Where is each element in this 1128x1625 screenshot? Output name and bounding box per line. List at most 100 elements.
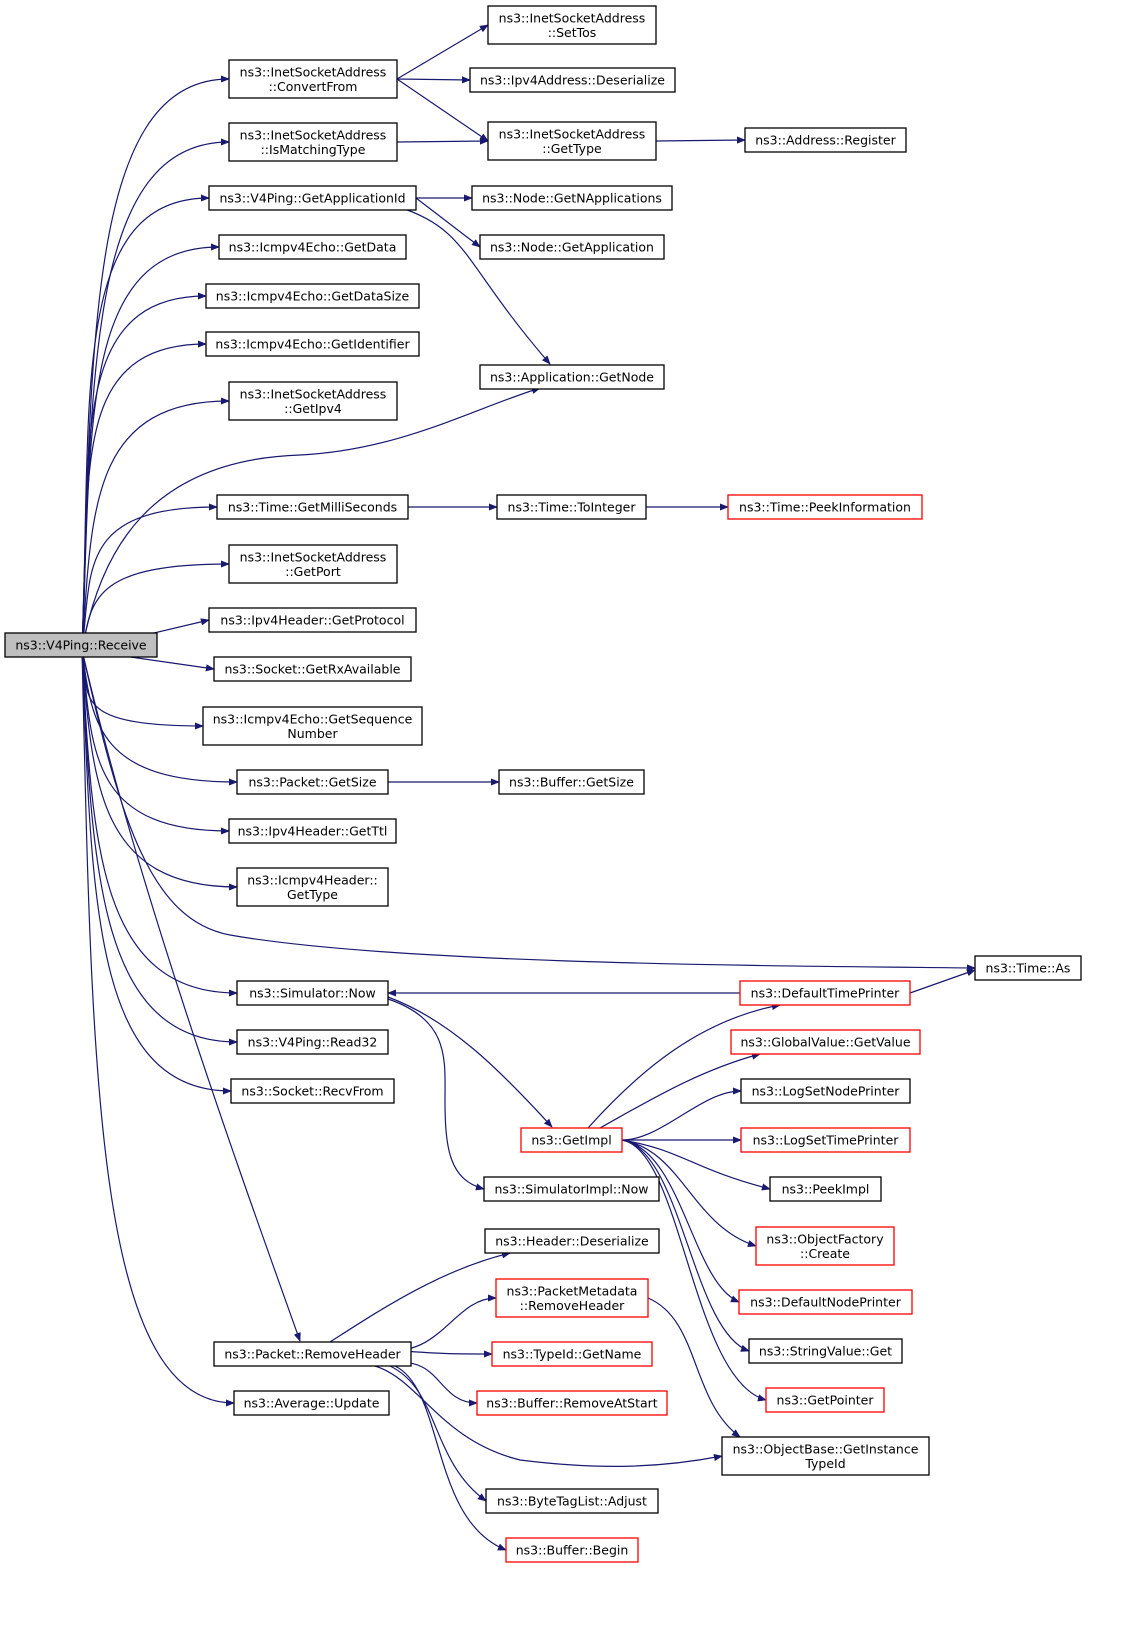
node-buf_begin[interactable]: ns3::Buffer::Begin bbox=[505, 1537, 639, 1563]
edge-isa_gettype-to-addr_register bbox=[655, 136, 746, 144]
node-recvfrom[interactable]: ns3::Socket::RecvFrom bbox=[230, 1078, 395, 1104]
node-label: GetType bbox=[287, 887, 338, 902]
node-pm_removeheader[interactable]: ns3::PacketMetadata::RemoveHeader bbox=[495, 1278, 649, 1318]
node-addr_register[interactable]: ns3::Address::Register bbox=[744, 127, 907, 153]
node-getmilli[interactable]: ns3::Time::GetMilliSeconds bbox=[216, 494, 409, 520]
edge-ismatching-to-isa_gettype bbox=[396, 137, 489, 145]
node-label: ns3::ByteTagList::Adjust bbox=[497, 1494, 647, 1509]
node-getvalue[interactable]: ns3::GlobalValue::GetValue bbox=[730, 1029, 921, 1055]
node-peekinfo[interactable]: ns3::Time::PeekInformation bbox=[727, 494, 923, 520]
node-label: ns3::V4Ping::Receive bbox=[15, 638, 147, 653]
node-label: ns3::ObjectFactory bbox=[766, 1231, 884, 1246]
node-box bbox=[721, 1436, 930, 1476]
node-box bbox=[485, 1488, 659, 1514]
edge-removeheader-to-buf_begin bbox=[394, 1365, 507, 1551]
node-label: ::IsMatchingType bbox=[261, 142, 366, 157]
node-peekimpl[interactable]: ns3::PeekImpl bbox=[769, 1176, 882, 1202]
edge-getimpl-to-stringvalue_get bbox=[621, 1139, 750, 1352]
node-label: ::GetPort bbox=[285, 564, 341, 579]
node-convertfrom[interactable]: ns3::InetSocketAddress::ConvertFrom bbox=[228, 59, 398, 99]
node-icmp_gettype[interactable]: ns3::Icmpv4Header::GetType bbox=[236, 867, 389, 907]
node-time_as[interactable]: ns3::Time::As bbox=[974, 955, 1082, 981]
edge-getimpl-to-objfactory_create bbox=[621, 1139, 757, 1248]
node-logsettime[interactable]: ns3::LogSetTimePrinter bbox=[740, 1127, 911, 1153]
node-label: ns3::Time::GetMilliSeconds bbox=[228, 500, 397, 515]
node-deftimeprinter[interactable]: ns3::DefaultTimePrinter bbox=[739, 980, 911, 1006]
node-layer: ns3::V4Ping::Receive ns3::InetSocketAddre… bbox=[4, 5, 1082, 1563]
node-label: ns3::Icmpv4Header:: bbox=[247, 872, 378, 887]
edge-sim_now-to-getimpl bbox=[387, 996, 553, 1128]
edge-deftimeprinter-to-time_as bbox=[909, 969, 976, 994]
edge-receive-to-avg_update bbox=[81, 649, 235, 1407]
node-defnodeprinter[interactable]: ns3::DefaultNodePrinter bbox=[738, 1289, 913, 1315]
node-echo_getdatasize[interactable]: ns3::Icmpv4Echo::GetDataSize bbox=[205, 283, 420, 309]
node-label: ns3::Time::ToInteger bbox=[508, 500, 637, 515]
node-bytetag_adjust[interactable]: ns3::ByteTagList::Adjust bbox=[485, 1488, 659, 1514]
node-removeheader[interactable]: ns3::Packet::RemoveHeader bbox=[213, 1341, 412, 1367]
node-getpointer[interactable]: ns3::GetPointer bbox=[765, 1387, 885, 1413]
node-label: ns3::TypeId::GetName bbox=[503, 1347, 642, 1362]
node-buf_getsize[interactable]: ns3::Buffer::GetSize bbox=[498, 769, 645, 795]
node-isa_gettype[interactable]: ns3::InetSocketAddress::GetType bbox=[487, 121, 657, 161]
node-box bbox=[498, 769, 645, 795]
node-box bbox=[740, 1078, 911, 1104]
node-typeid_getname[interactable]: ns3::TypeId::GetName bbox=[491, 1341, 653, 1367]
node-ismatching[interactable]: ns3::InetSocketAddress::IsMatchingType bbox=[228, 122, 398, 162]
node-app_getnode[interactable]: ns3::Application::GetNode bbox=[479, 364, 665, 390]
node-read32[interactable]: ns3::V4Ping::Read32 bbox=[236, 1029, 389, 1055]
edge-receive-to-echo_getdatasize bbox=[81, 292, 207, 651]
node-avg_update[interactable]: ns3::Average::Update bbox=[233, 1390, 390, 1416]
node-label: ns3::LogSetNodePrinter bbox=[752, 1084, 901, 1099]
node-echo_getdata[interactable]: ns3::Icmpv4Echo::GetData bbox=[218, 234, 407, 260]
node-ipv4_deser[interactable]: ns3::Ipv4Address::Deserialize bbox=[469, 67, 676, 93]
node-receive[interactable]: ns3::V4Ping::Receive bbox=[4, 632, 158, 658]
edge-removeheader-to-objbase_getinst bbox=[374, 1365, 723, 1467]
node-simimpl_now[interactable]: ns3::SimulatorImpl::Now bbox=[483, 1176, 660, 1202]
edge-sim_now-to-simimpl_now bbox=[387, 998, 485, 1191]
node-box bbox=[471, 185, 673, 211]
node-label: ns3::Packet::RemoveHeader bbox=[224, 1347, 401, 1362]
node-box bbox=[739, 980, 911, 1006]
node-getipv4[interactable]: ns3::InetSocketAddress::GetIpv4 bbox=[228, 381, 398, 421]
node-label: ns3::Ipv4Header::GetProtocol bbox=[220, 613, 404, 628]
node-hdr_deser[interactable]: ns3::Header::Deserialize bbox=[484, 1228, 660, 1254]
node-getttl[interactable]: ns3::Ipv4Header::GetTtl bbox=[228, 818, 397, 844]
node-label: ns3::GetPointer bbox=[777, 1393, 875, 1408]
node-getappid[interactable]: ns3::V4Ping::GetApplicationId bbox=[208, 185, 417, 211]
node-box bbox=[236, 867, 389, 907]
node-box bbox=[495, 1278, 649, 1318]
node-label: ns3::Icmpv4Echo::GetSequence bbox=[213, 711, 413, 726]
node-label: ::ConvertFrom bbox=[269, 79, 358, 94]
node-buf_removeatstart[interactable]: ns3::Buffer::RemoveAtStart bbox=[476, 1390, 668, 1416]
node-box bbox=[769, 1176, 882, 1202]
node-getprotocol[interactable]: ns3::Ipv4Header::GetProtocol bbox=[208, 607, 417, 633]
node-box bbox=[730, 1029, 921, 1055]
node-tointeger[interactable]: ns3::Time::ToInteger bbox=[496, 494, 647, 520]
node-label: ns3::Buffer::Begin bbox=[516, 1543, 629, 1558]
node-sim_now[interactable]: ns3::Simulator::Now bbox=[236, 980, 389, 1006]
node-pkt_getsize[interactable]: ns3::Packet::GetSize bbox=[236, 769, 389, 795]
node-label: ns3::StringValue::Get bbox=[759, 1344, 892, 1359]
node-logsetnode[interactable]: ns3::LogSetNodePrinter bbox=[740, 1078, 911, 1104]
edge-receive-to-getmilli bbox=[81, 503, 218, 651]
edge-getimpl-to-deftimeprinter bbox=[587, 1002, 781, 1129]
node-box bbox=[205, 331, 420, 357]
node-label: ns3::Application::GetNode bbox=[490, 370, 654, 385]
node-getrxavail[interactable]: ns3::Socket::GetRxAvailable bbox=[213, 656, 412, 682]
node-getimpl[interactable]: ns3::GetImpl bbox=[520, 1127, 623, 1153]
node-box bbox=[755, 1226, 895, 1266]
node-box bbox=[233, 1390, 390, 1416]
edge-receive-to-getipv4 bbox=[81, 397, 230, 651]
node-getapp[interactable]: ns3::Node::GetApplication bbox=[479, 234, 665, 260]
node-settos[interactable]: ns3::InetSocketAddress::SetTos bbox=[487, 5, 657, 45]
node-label: ns3::Ipv4Address::Deserialize bbox=[480, 73, 665, 88]
node-echo_getid[interactable]: ns3::Icmpv4Echo::GetIdentifier bbox=[205, 331, 420, 357]
node-getnapps[interactable]: ns3::Node::GetNApplications bbox=[471, 185, 673, 211]
node-stringvalue_get[interactable]: ns3::StringValue::Get bbox=[748, 1338, 903, 1364]
edge-removeheader-to-hdr_deser bbox=[329, 1251, 511, 1343]
node-getport[interactable]: ns3::InetSocketAddress::GetPort bbox=[228, 544, 398, 584]
node-objfactory_create[interactable]: ns3::ObjectFactory::Create bbox=[755, 1226, 895, 1266]
node-box bbox=[487, 121, 657, 161]
